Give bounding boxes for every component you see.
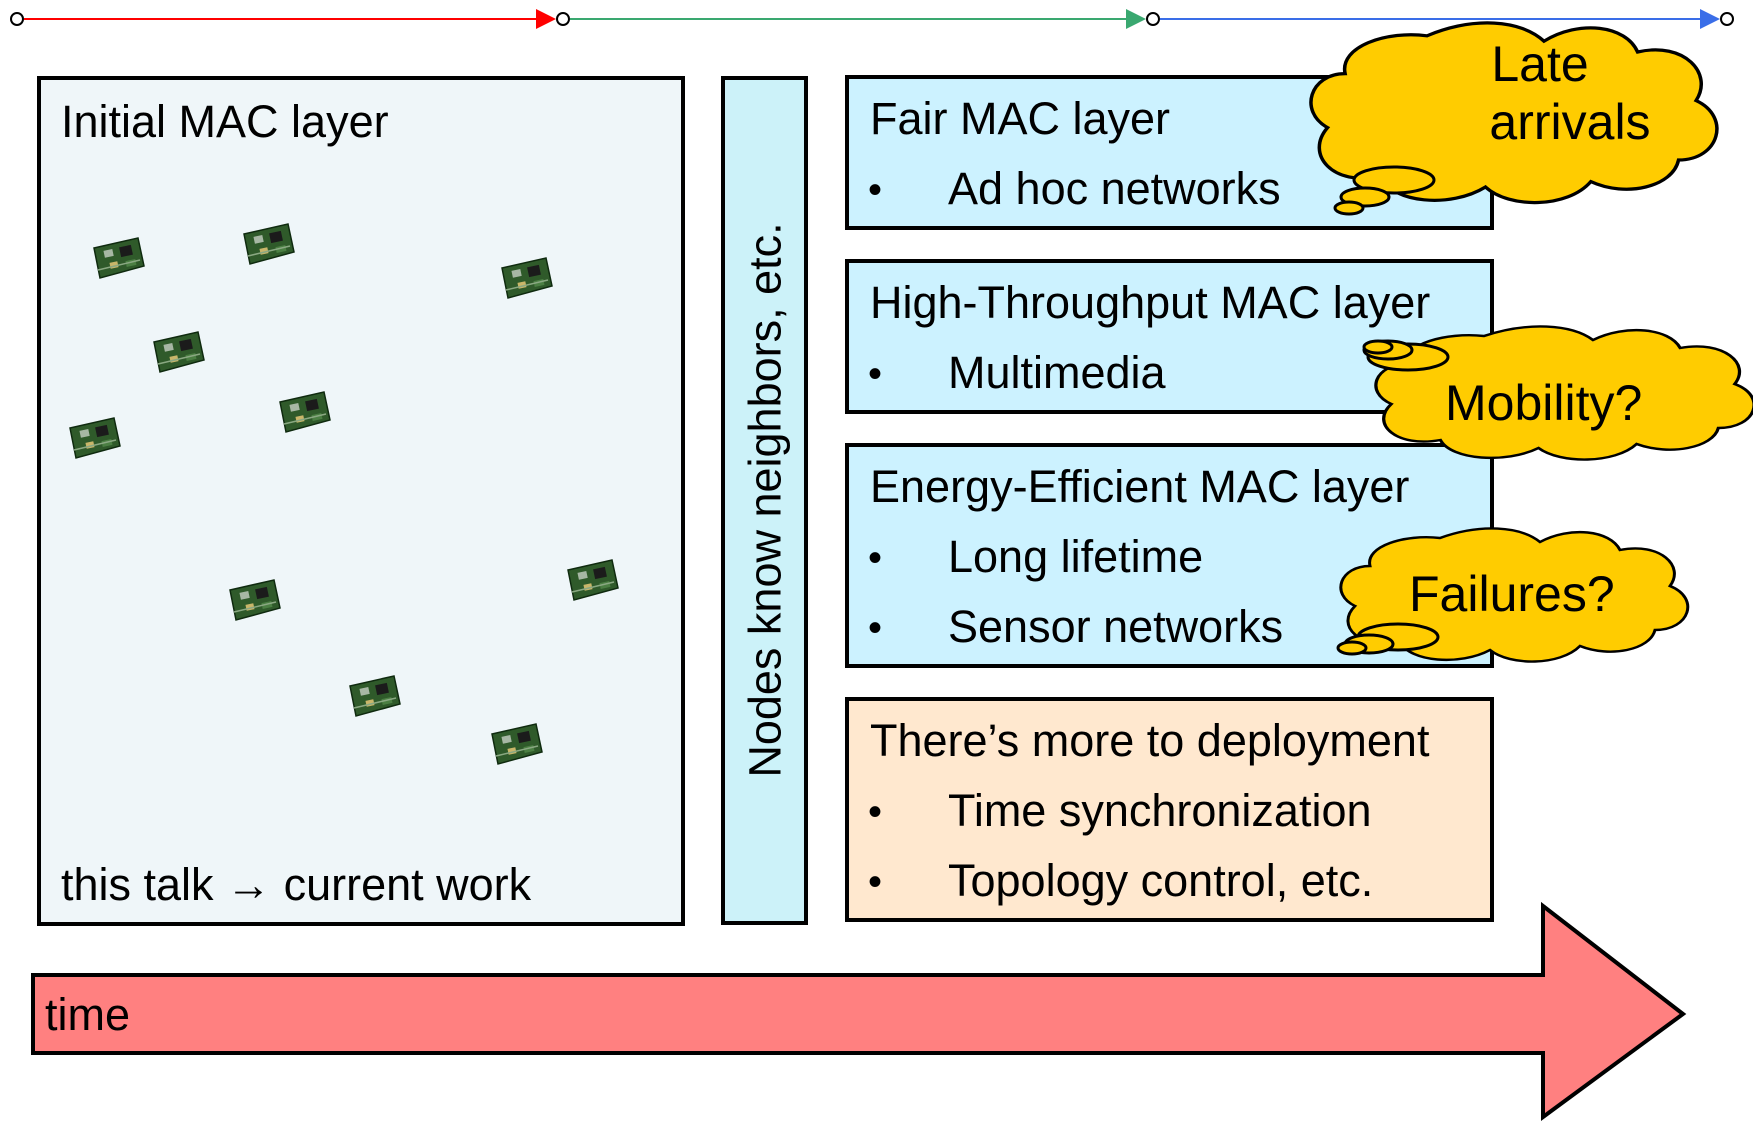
footer-current-work: current work <box>283 859 532 910</box>
more-deployment-box <box>845 697 1494 922</box>
high-throughput-item: Multimedia <box>948 347 1166 398</box>
left-panel-footer: this talk → current work <box>61 862 531 907</box>
initial-mac-panel <box>37 76 685 926</box>
failures-text: Failures? <box>1409 566 1615 622</box>
energy-efficient-title: Energy-Efficient MAC layer <box>870 461 1410 512</box>
late-arrivals-text: Late arrivals <box>1450 36 1690 151</box>
energy-efficient-item: Sensor networks <box>948 601 1284 652</box>
bullet-icon: • <box>868 536 883 580</box>
thought-bubble <box>1352 165 1436 195</box>
late-arrivals-cloud <box>1309 21 1719 216</box>
high-throughput-title: High-Throughput MAC layer <box>870 277 1431 328</box>
fair-mac-title: Fair MAC layer <box>870 93 1171 144</box>
more-deployment-title: There’s more to deployment <box>870 715 1430 766</box>
progress-timeline <box>10 9 1734 29</box>
bullet-icon: • <box>868 352 883 396</box>
bullet-icon: • <box>868 860 883 904</box>
late-arrivals-line1: Late <box>1491 36 1589 92</box>
more-deployment-item: Time synchronization <box>948 785 1372 836</box>
initial-mac-title: Initial MAC layer <box>61 96 389 147</box>
bullet-icon: • <box>868 168 883 212</box>
time-label: time <box>45 989 131 1040</box>
timeline-node <box>10 12 24 26</box>
more-deployment-item: Topology control, etc. <box>948 855 1374 906</box>
mobility-text: Mobility? <box>1445 375 1643 431</box>
time-arrow <box>31 901 1687 1121</box>
neighbors-panel <box>721 76 808 925</box>
timeline-node <box>1146 12 1160 26</box>
thought-bubble <box>1333 200 1365 216</box>
failures-cloud <box>1336 526 1690 664</box>
right-arrow-icon: → <box>226 859 272 910</box>
bullet-icon: • <box>868 790 883 834</box>
energy-efficient-item: Long lifetime <box>948 531 1204 582</box>
mobility-cloud <box>1362 324 1753 462</box>
fair-mac-item: Ad hoc networks <box>948 163 1281 214</box>
thought-bubble <box>1336 640 1368 656</box>
thought-bubble <box>1362 339 1394 355</box>
late-arrivals-line2: arrivals <box>1489 93 1651 150</box>
bullet-icon: • <box>868 606 883 650</box>
timeline-node <box>1720 12 1734 26</box>
timeline-node <box>556 12 570 26</box>
footer-this-talk: this talk <box>61 859 214 910</box>
